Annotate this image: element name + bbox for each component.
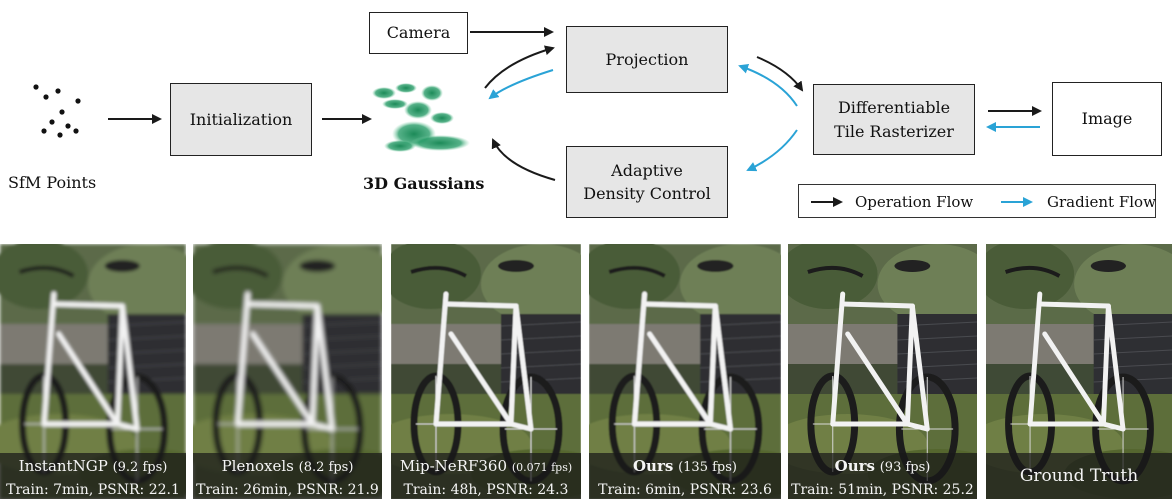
arrow-gaussians-to-projection	[484, 45, 555, 89]
gradient-rasterizer-to-density	[746, 129, 798, 172]
comparison-panel: InstantNGP (9.2 fps) Train: 7min, PSNR: 2…	[0, 244, 186, 499]
gradient-rasterizer-to-projection	[738, 63, 798, 107]
caption-method: InstantNGP	[18, 457, 108, 475]
legend-gradient-label: Gradient Flow	[1047, 193, 1156, 211]
caption-fps: (93 fps)	[879, 460, 931, 475]
camera-box: Camera	[369, 12, 468, 54]
caption-fps: (135 fps)	[678, 460, 737, 475]
legend-swatches	[811, 197, 1033, 207]
caption-stats: Train: 6min, PSNR: 23.6	[598, 482, 772, 498]
gaussians-label: 3D Gaussians	[363, 174, 485, 193]
caption-fps: (8.2 fps)	[298, 460, 354, 475]
panel-caption: Ground Truth	[986, 453, 1172, 499]
adaptive-line1: Adaptive	[611, 160, 683, 180]
panel-caption: Plenoxels (8.2 fps) Train: 26min, PSNR: 2…	[193, 453, 382, 499]
caption-method: Ground Truth	[1019, 466, 1139, 486]
comparison-panel: Mip-NeRF360 (0.071 fps) Train: 48h, PSNR:…	[391, 244, 581, 499]
legend: Operation Flow Gradient Flow	[798, 184, 1156, 218]
caption-fps: (9.2 fps)	[112, 460, 168, 475]
adaptive-line2: Density Control	[583, 184, 711, 203]
bicycle-scene-image	[986, 244, 1172, 499]
caption-method: Mip-NeRF360	[399, 457, 508, 475]
caption-method: Ours	[834, 457, 875, 475]
comparison-panel: Ours (135 fps) Train: 6min, PSNR: 23.6	[589, 244, 781, 499]
legend-operation-label: Operation Flow	[855, 193, 974, 211]
sfm-points-scatter	[33, 84, 81, 138]
caption-fps: (0.071 fps)	[511, 461, 573, 474]
rasterizer-box: Differentiable Tile Rasterizer	[813, 84, 975, 155]
caption-stats: Train: 48h, PSNR: 24.3	[403, 482, 569, 498]
caption-title-line: InstantNGP (9.2 fps)	[0, 455, 186, 479]
caption-method: Plenoxels	[221, 457, 294, 475]
caption-title-line: Ground Truth	[986, 455, 1172, 487]
caption-stats: Train: 51min, PSNR: 25.2	[791, 482, 974, 498]
sfm-points-label: SfM Points	[8, 173, 97, 192]
caption-stats: Train: 26min, PSNR: 21.9	[196, 482, 379, 498]
panel-caption: InstantNGP (9.2 fps) Train: 7min, PSNR: 2…	[0, 453, 186, 499]
caption-method: Ours	[632, 457, 674, 475]
rasterizer-line1: Differentiable	[837, 98, 951, 118]
projection-box: Projection	[566, 26, 728, 93]
panel-caption: Ours (135 fps) Train: 6min, PSNR: 23.6	[589, 453, 781, 499]
caption-title-line: Ours (135 fps)	[589, 455, 781, 479]
initialization-box: Initialization	[170, 83, 312, 156]
gradient-projection-to-gaussians	[488, 69, 554, 100]
adaptive-density-box: Adaptive Density Control	[566, 146, 728, 218]
comparison-panel: Plenoxels (8.2 fps) Train: 26min, PSNR: 2…	[193, 244, 382, 499]
rasterizer-line2: Tile Rasterizer	[834, 121, 954, 141]
caption-title-line: Ours (93 fps)	[788, 455, 977, 479]
pipeline-connectors	[33, 27, 1042, 181]
arrow-density-to-gaussians	[491, 138, 556, 181]
caption-title-line: Mip-NeRF360 (0.071 fps)	[391, 455, 581, 479]
panel-caption: Mip-NeRF360 (0.071 fps) Train: 48h, PSNR:…	[391, 453, 581, 499]
caption-stats: Train: 7min, PSNR: 22.1	[6, 482, 180, 498]
comparison-panel: Ours (93 fps) Train: 51min, PSNR: 25.2	[788, 244, 977, 499]
caption-title-line: Plenoxels (8.2 fps)	[193, 455, 382, 479]
gaussians-blobs	[372, 83, 470, 152]
arrow-projection-to-rasterizer	[756, 56, 804, 92]
image-box: Image	[1052, 82, 1162, 156]
comparison-panel: Ground Truth	[986, 244, 1172, 499]
panel-caption: Ours (93 fps) Train: 51min, PSNR: 25.2	[788, 453, 977, 499]
